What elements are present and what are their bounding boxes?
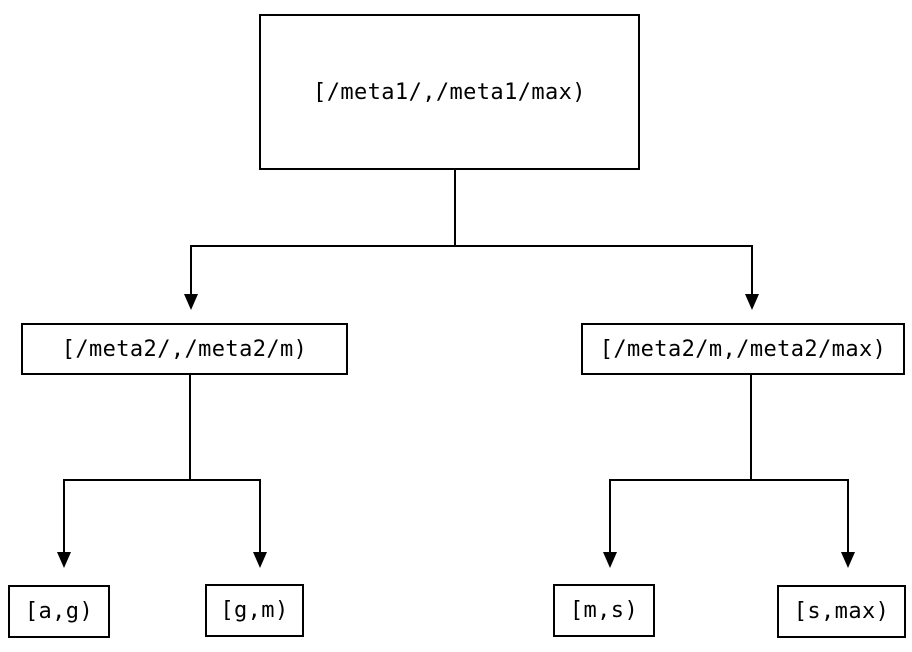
node-leaf-gm: [g,m)	[205, 584, 304, 637]
node-right-range: [/meta2/m,/meta2/max)	[581, 323, 905, 375]
node-leaf-ag: [a,g)	[8, 585, 110, 638]
node-left-label: [/meta2/,/meta2/m)	[61, 336, 308, 362]
arrow-down-icon	[184, 294, 198, 310]
node-leaf-smax-label: [s,max)	[793, 599, 890, 624]
node-root: [/meta1/,/meta1/max)	[259, 14, 640, 170]
arrow-down-icon	[603, 552, 617, 568]
arrow-down-icon	[253, 552, 267, 568]
edge-root-to-children	[184, 169, 759, 310]
edge-right-to-leaves	[603, 375, 855, 568]
node-root-label: [/meta1/,/meta1/max)	[313, 79, 586, 105]
edge-left-to-leaves	[57, 375, 267, 568]
node-leaf-ag-label: [a,g)	[24, 599, 94, 624]
node-leaf-ms-label: [m,s)	[569, 598, 639, 623]
arrow-down-icon	[745, 294, 759, 310]
arrow-down-icon	[57, 552, 71, 568]
node-leaf-smax: [s,max)	[777, 585, 906, 638]
node-left-range: [/meta2/,/meta2/m)	[21, 323, 348, 375]
node-right-label: [/meta2/m,/meta2/max)	[599, 336, 887, 362]
arrow-down-icon	[841, 552, 855, 568]
node-leaf-ms: [m,s)	[553, 584, 655, 637]
node-leaf-gm-label: [g,m)	[220, 598, 289, 623]
